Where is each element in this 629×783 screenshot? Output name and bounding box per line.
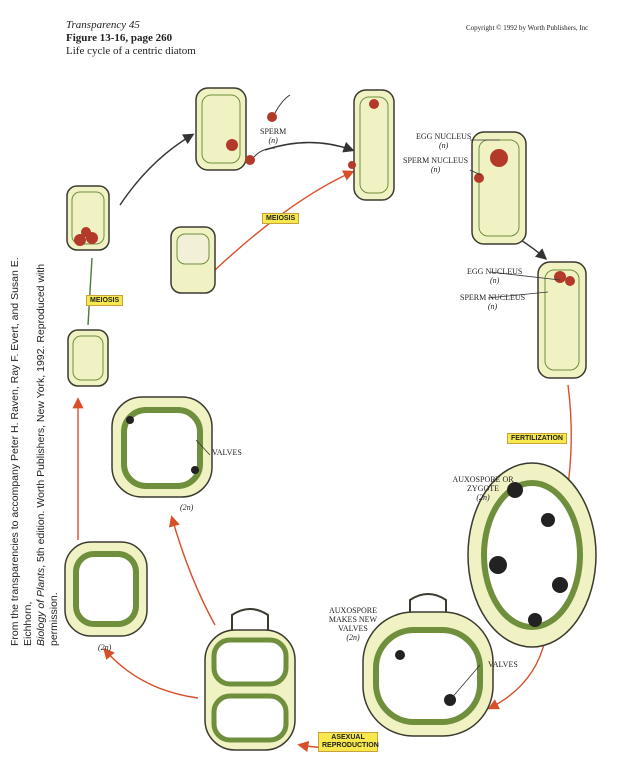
asexual-pair [204, 608, 296, 751]
cell-meiosis-center [170, 226, 216, 294]
arrow-cell-to-sperm [119, 133, 195, 206]
badge-fertilization: FERTILIZATION [507, 433, 567, 444]
arrow-fertilization [562, 384, 574, 495]
auxospore-zygote [467, 462, 597, 648]
cell-egg-3 [537, 261, 587, 379]
label-egg-nucleus-1: EGG NUCLEUS (n) [416, 132, 472, 150]
badge-asexual: ASEXUAL REPRODUCTION [318, 732, 379, 752]
arrow-zygote-to-auxospore [487, 639, 546, 710]
label-pointers [195, 139, 561, 701]
cell-small-left [67, 329, 109, 387]
arrow-meiosis-left [87, 257, 93, 326]
label-auxospore-valves: AUXOSPORE MAKES NEW VALVES (2n) [328, 606, 378, 642]
copyright-note: Copyright © 1992 by Worth Publishers, In… [466, 24, 589, 32]
cell-far-left [64, 541, 148, 637]
arrow-meiosis-center [214, 170, 355, 271]
arrow-sperm-to-egg [264, 141, 355, 153]
cell-egg-1 [348, 89, 395, 201]
label-ploidy-valves: (2n) [180, 503, 194, 512]
arrow-asexual-to-left [103, 647, 199, 699]
transparency-label: Transparency 45 [66, 19, 140, 31]
label-valves-right: VALVES [488, 660, 518, 669]
arrow-asexual-to-valves [168, 515, 216, 626]
figure-caption: Life cycle of a centric diatom [66, 45, 196, 57]
cell-releasing-sperm [195, 87, 291, 171]
label-sperm-nucleus-1: SPERM NUCLEUS (n) [403, 156, 469, 174]
figure-reference: Figure 13-16, page 260 [66, 32, 173, 44]
cell-egg-2 [471, 131, 527, 245]
badge-meiosis-left: MEIOSIS [86, 295, 124, 306]
label-sperm: SPERM (n) [260, 127, 287, 145]
label-sperm-nucleus-2: SPERM NUCLEUS (n) [460, 293, 526, 311]
cell-meiosis-left [66, 185, 110, 251]
label-egg-nucleus-2: EGG NUCLEUS (n) [467, 267, 523, 285]
label-ploidy-far-left: (2n) [98, 643, 112, 652]
figure-header: Transparency 45 Figure 13-16, page 260 L… [66, 19, 196, 58]
label-valves-left: VALVES [212, 448, 242, 457]
cell-valves-left [111, 396, 213, 498]
badge-meiosis-center: MEIOSIS [262, 213, 300, 224]
label-auxospore-zygote: AUXOSPORE OR ZYGOTE (2n) [452, 475, 514, 502]
